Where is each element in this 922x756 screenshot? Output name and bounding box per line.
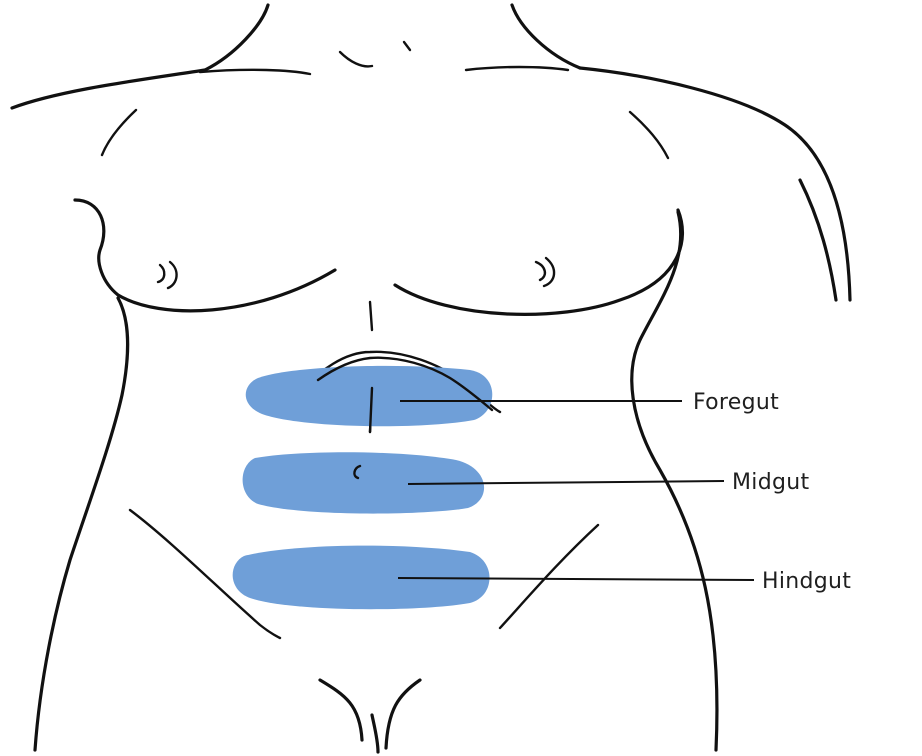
neck-right-line (512, 5, 580, 68)
left-flank-line (35, 298, 128, 750)
left-breast-line (75, 200, 335, 311)
foregut-label: Foregut (693, 390, 779, 415)
midgut-label: Midgut (732, 470, 809, 495)
sternal-notch-line (340, 52, 372, 66)
gut-regions (233, 366, 493, 609)
left-pectoral-line (102, 110, 136, 155)
linea-alba-upper (370, 302, 372, 330)
sternal-mark (404, 42, 410, 50)
left-clavicle-line (200, 70, 310, 74)
neck-left-line (205, 5, 268, 70)
right-shoulder-line (580, 68, 850, 300)
pubic-line (320, 680, 420, 752)
region-labels: Foregut Midgut Hindgut (693, 390, 851, 594)
right-pectoral-line (630, 112, 668, 158)
left-shoulder-line (12, 70, 205, 108)
right-nipple-line (536, 258, 554, 286)
foregut-region (246, 366, 493, 426)
left-nipple-line (158, 262, 177, 288)
right-clavicle-line (466, 67, 568, 70)
right-inguinal-line (500, 525, 598, 628)
hindgut-label: Hindgut (762, 569, 851, 594)
right-arm-line (800, 180, 836, 300)
